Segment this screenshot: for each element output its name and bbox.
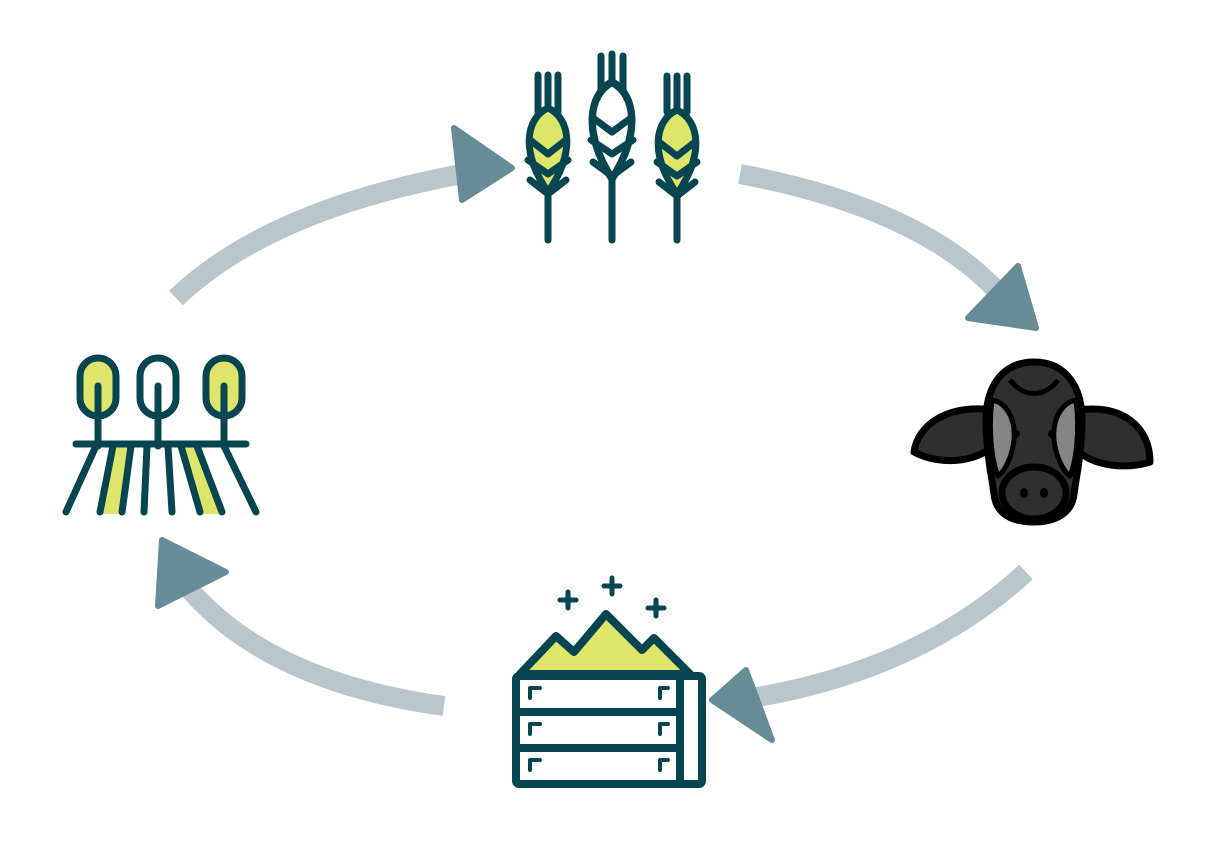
cow-patch-right xyxy=(1051,397,1081,479)
cow-eye-right xyxy=(1048,430,1056,438)
tree-right xyxy=(202,354,246,450)
cycle-arrowheads xyxy=(155,125,1039,743)
compost-pile xyxy=(516,610,694,678)
arrowhead-to-field xyxy=(155,537,229,609)
cycle-arcs xyxy=(169,164,1033,716)
arrow-field-to-wheat xyxy=(169,164,464,306)
arrowhead-to-compost xyxy=(709,667,775,743)
tree-middle xyxy=(136,354,180,450)
arrow-wheat-to-cow xyxy=(738,164,1006,299)
arrow-compost-to-field xyxy=(182,583,446,716)
wheat-stalk-right xyxy=(653,72,701,244)
cow-forehead-mark xyxy=(1008,378,1060,396)
cow-muzzle xyxy=(998,463,1070,523)
cow-eye-left xyxy=(1012,430,1020,438)
wheat-stalk-middle xyxy=(587,50,637,244)
crate-body xyxy=(512,672,706,788)
cow-nostril-left xyxy=(1020,488,1028,498)
sparkle-icons xyxy=(557,575,667,619)
compost-crate-icon xyxy=(512,575,706,788)
crop-field-icon xyxy=(62,354,260,516)
crate-nails xyxy=(528,686,670,772)
arrowhead-to-cow xyxy=(965,263,1039,331)
wheat-stalk-left xyxy=(524,71,572,244)
wheat-stalks-icon xyxy=(524,50,701,244)
arrow-cow-to-compost xyxy=(750,564,1033,708)
cow-ear-left xyxy=(910,405,1000,465)
cow-patch-left xyxy=(987,397,1017,479)
field-furrows xyxy=(62,442,260,516)
cow-head-icon xyxy=(910,358,1154,526)
cow-nostril-right xyxy=(1040,488,1048,498)
tree-left xyxy=(76,354,120,450)
arrowhead-to-wheat xyxy=(451,125,515,203)
